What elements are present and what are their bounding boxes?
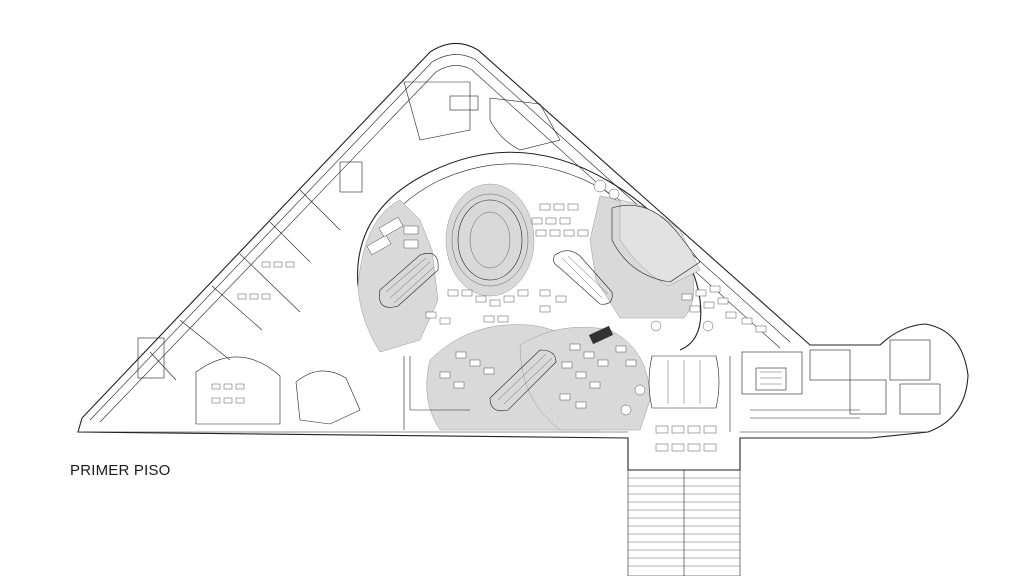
floor-label: PRIMER PISO: [70, 462, 171, 479]
right-annex: [611, 204, 941, 419]
entrance-stair: [403, 356, 741, 576]
escalators: [379, 250, 720, 412]
oval-meeting-ring: [451, 193, 529, 287]
desk-clusters: [211, 179, 767, 452]
building-outline: [77, 42, 969, 471]
left-wing-rooms: [137, 81, 561, 425]
shaded-zones: [357, 183, 701, 431]
